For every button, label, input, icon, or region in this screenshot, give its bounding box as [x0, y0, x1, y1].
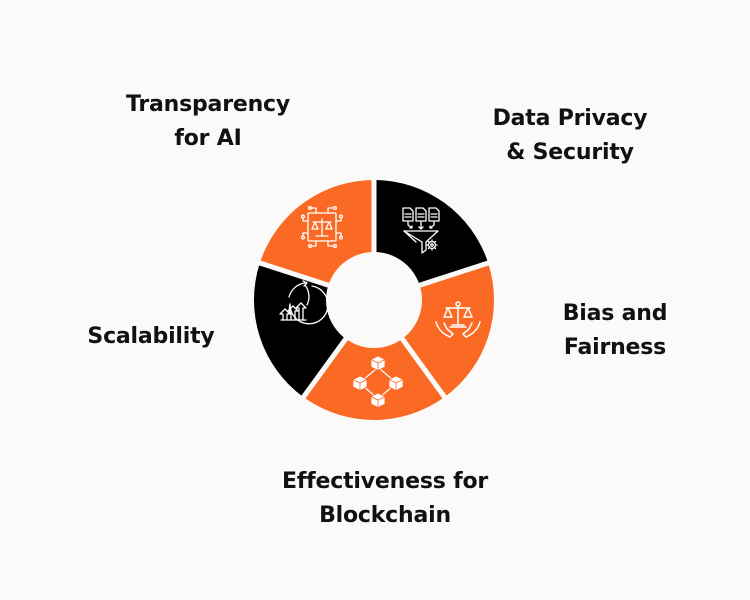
- label-line: Data Privacy: [492, 106, 648, 131]
- label-line: Scalability: [87, 324, 215, 349]
- label-line: Effectiveness for: [281, 469, 489, 494]
- label-line: Blockchain: [319, 503, 451, 528]
- label-scalability: Scalability: [78, 320, 224, 354]
- label-line: Bias and: [562, 301, 668, 326]
- funnel-documents-gear-icon: [402, 207, 440, 254]
- label-line: Transparency: [125, 92, 291, 117]
- segment-effectiveness-blockchain: [303, 338, 445, 420]
- label-line: for AI: [174, 126, 242, 151]
- segment-scalability: [253, 262, 347, 398]
- label-bias-fairness: Bias and Fairness: [553, 297, 677, 365]
- label-transparency-ai: Transparency for AI: [120, 88, 296, 156]
- chip-scales-icon: [300, 205, 344, 249]
- segment-transparency-ai: [259, 180, 374, 286]
- label-line: Fairness: [563, 335, 667, 360]
- donut-center-hole: [326, 252, 422, 348]
- scales-hands-icon: [435, 301, 481, 338]
- label-line: & Security: [506, 140, 634, 165]
- label-effectiveness-blockchain: Effectiveness for Blockchain: [276, 465, 494, 533]
- blockchain-cubes-icon: [352, 355, 404, 408]
- segment-data-privacy-security: [374, 180, 489, 286]
- growth-arrows-icon: [279, 280, 329, 325]
- label-data-privacy-security: Data Privacy & Security: [485, 102, 655, 170]
